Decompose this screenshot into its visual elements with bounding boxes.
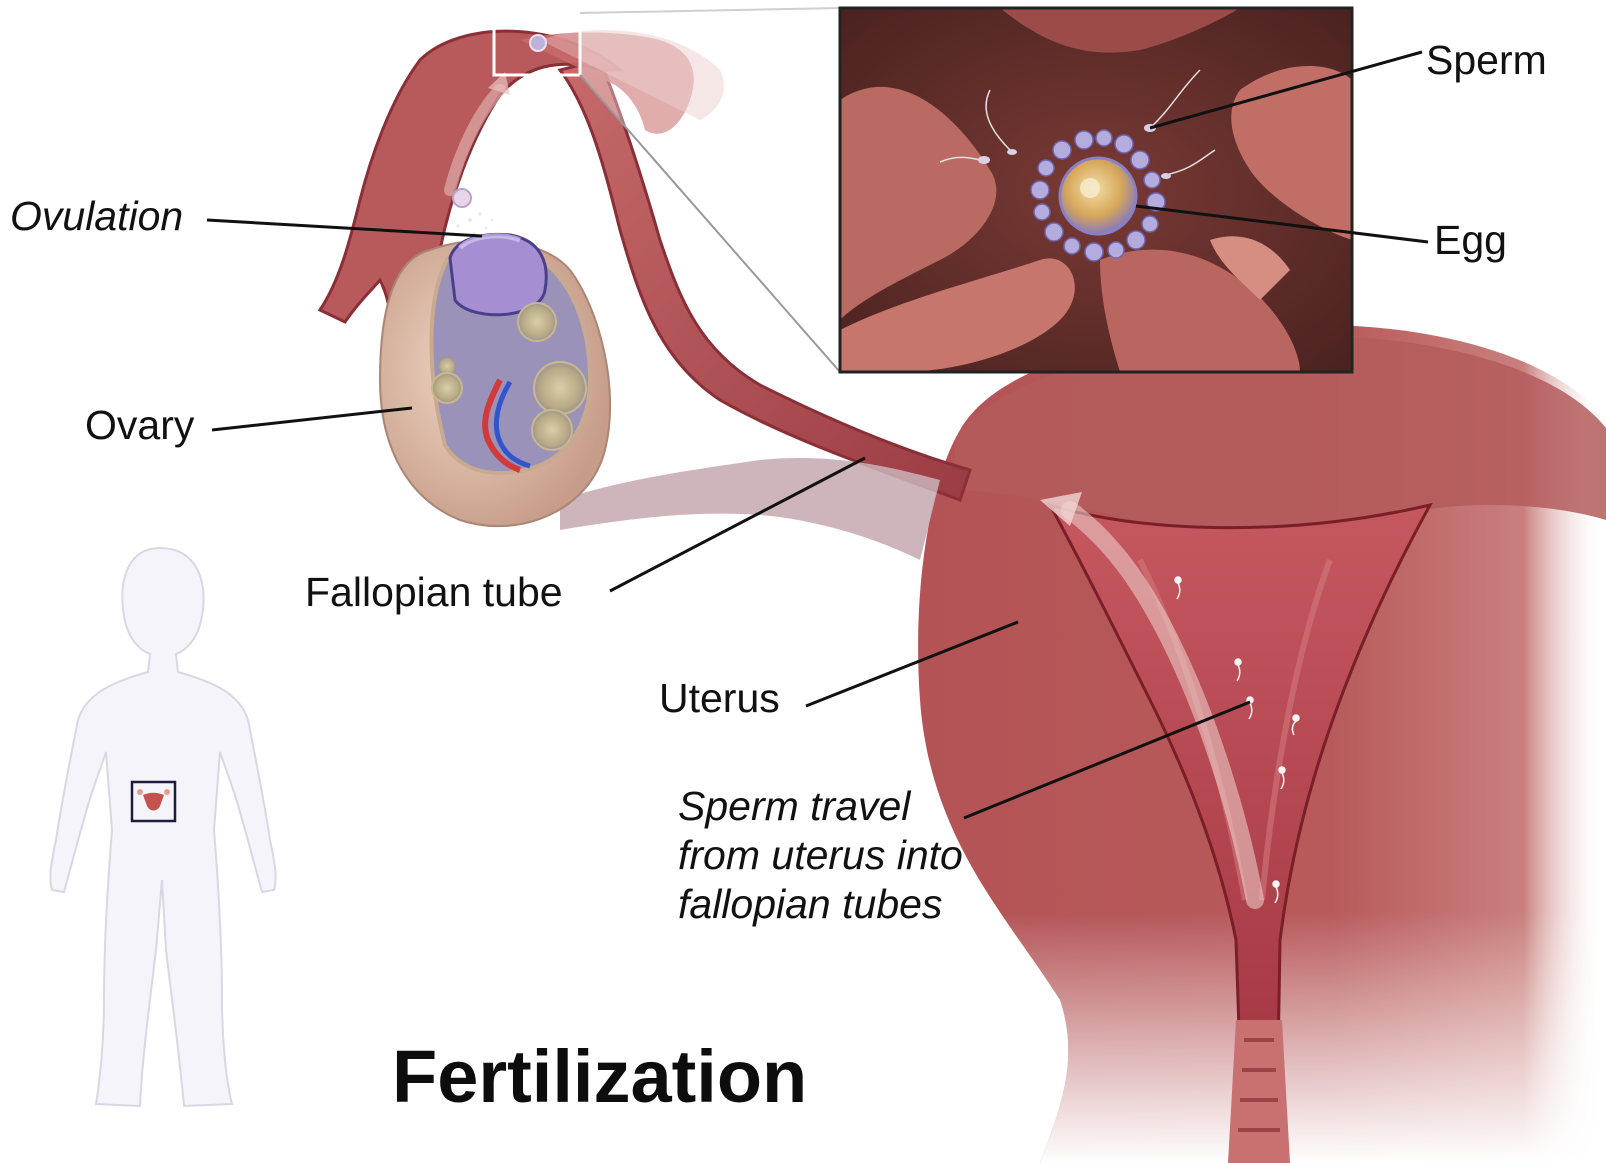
label-sperm-travel-line-3: fallopian tubes: [678, 880, 1038, 929]
label-ovary: Ovary: [85, 405, 194, 446]
body-silhouette: [50, 548, 275, 1106]
uterus: [918, 325, 1606, 1163]
label-sperm: Sperm: [1426, 40, 1547, 81]
label-uterus: Uterus: [659, 678, 780, 719]
label-ovulation: Ovulation: [10, 196, 183, 237]
diagram-title: Fertilization: [392, 1040, 807, 1114]
label-egg: Egg: [1434, 220, 1507, 261]
label-fallopian-tube: Fallopian tube: [305, 572, 563, 613]
label-sperm-travel-line-1: Sperm travel: [678, 782, 1038, 831]
magnified-inset: [840, 8, 1352, 372]
label-sperm-travel: Sperm travel from uterus into fallopian …: [678, 782, 1038, 929]
label-sperm-travel-line-2: from uterus into: [678, 831, 1038, 880]
leader-ovary: [212, 408, 412, 430]
